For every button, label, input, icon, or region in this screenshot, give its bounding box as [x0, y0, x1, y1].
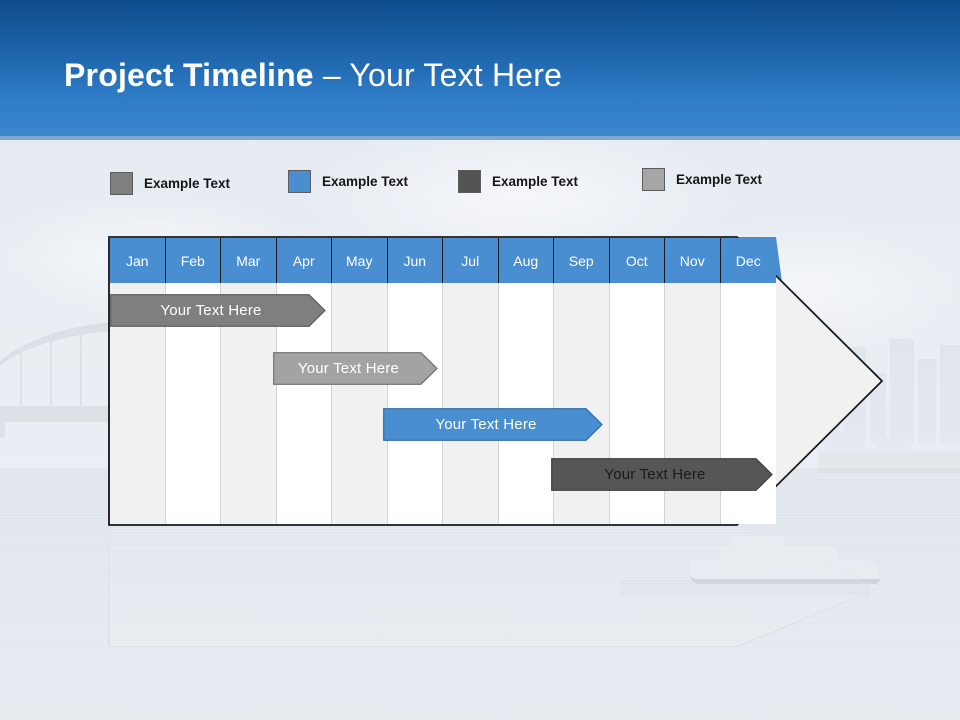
- month-column-mar[interactable]: Mar: [221, 238, 277, 524]
- month-header-dec: Dec: [720, 238, 776, 283]
- month-header-mar: Mar: [221, 238, 277, 283]
- task-bar-2-label: Your Text Here: [297, 360, 400, 377]
- legend-swatch-4-icon: [642, 168, 665, 191]
- month-body-may: [332, 283, 388, 524]
- month-body-jul: [443, 283, 499, 524]
- month-header-jul: Jul: [443, 238, 499, 283]
- legend-swatch-3-icon: [458, 170, 481, 193]
- slide-header: [0, 0, 960, 139]
- month-header-jan: Jan: [110, 238, 166, 283]
- legend-item-2[interactable]: Example Text: [288, 170, 408, 193]
- task-bar-2[interactable]: Your Text Here: [273, 352, 438, 385]
- month-column-jan[interactable]: Jan: [110, 238, 166, 524]
- month-header-nov: Nov: [665, 238, 721, 283]
- legend-label-1: Example Text: [144, 176, 231, 191]
- page-title: Project Timeline – Your Text Here: [64, 57, 562, 94]
- month-column-apr[interactable]: Apr: [276, 238, 332, 524]
- task-bar-2-shape: [273, 352, 438, 385]
- legend-swatch-1-icon: [110, 172, 133, 195]
- month-column-aug[interactable]: Aug: [498, 238, 554, 524]
- chart-legend: Example Text Example Text Example Text E…: [110, 166, 810, 200]
- month-body-jun: [387, 283, 443, 524]
- task-bar-1[interactable]: Your Text Here: [110, 294, 326, 327]
- page-title-light: Your Text Here: [349, 57, 563, 93]
- task-bar-4-label: Your Text Here: [604, 466, 706, 483]
- month-header-oct: Oct: [609, 238, 665, 283]
- month-column-jun[interactable]: Jun: [387, 238, 443, 524]
- task-bar-1-shape: [110, 294, 326, 327]
- legend-item-3[interactable]: Example Text: [458, 170, 578, 193]
- month-header-sep: Sep: [554, 238, 610, 283]
- legend-label-3: Example Text: [492, 174, 579, 189]
- legend-swatch-2-icon: [288, 170, 311, 193]
- timeline-chart: Jan Feb Mar Apr May Jun: [108, 236, 883, 526]
- month-header-feb: Feb: [165, 238, 221, 283]
- page-title-separator: –: [313, 57, 350, 93]
- task-bar-3-label: Your Text Here: [435, 416, 537, 433]
- month-column-jul[interactable]: Jul: [443, 238, 499, 524]
- month-column-may[interactable]: May: [332, 238, 388, 524]
- task-bar-3-shape: [383, 408, 603, 441]
- month-header-aug: Aug: [498, 238, 554, 283]
- task-bar-4[interactable]: Your Text Here: [551, 458, 773, 491]
- legend-label-2: Example Text: [322, 174, 409, 189]
- legend-label-4: Example Text: [676, 172, 763, 187]
- legend-item-1[interactable]: Example Text: [110, 172, 230, 195]
- legend-item-4[interactable]: Example Text: [642, 168, 762, 191]
- task-bar-3[interactable]: Your Text Here: [383, 408, 603, 441]
- task-bar-1-label: Your Text Here: [160, 302, 262, 319]
- page-title-strong: Project Timeline: [64, 57, 314, 93]
- task-bar-4-shape: [551, 458, 773, 491]
- task-bars: Your Text Here Your Text Here Your Text …: [108, 236, 883, 526]
- month-header-jun: Jun: [387, 238, 443, 283]
- header-underline: [0, 136, 960, 140]
- month-body-aug: [498, 283, 554, 524]
- month-column-feb[interactable]: Feb: [165, 238, 221, 524]
- month-header-apr: Apr: [276, 238, 332, 283]
- month-header-may: May: [332, 238, 388, 283]
